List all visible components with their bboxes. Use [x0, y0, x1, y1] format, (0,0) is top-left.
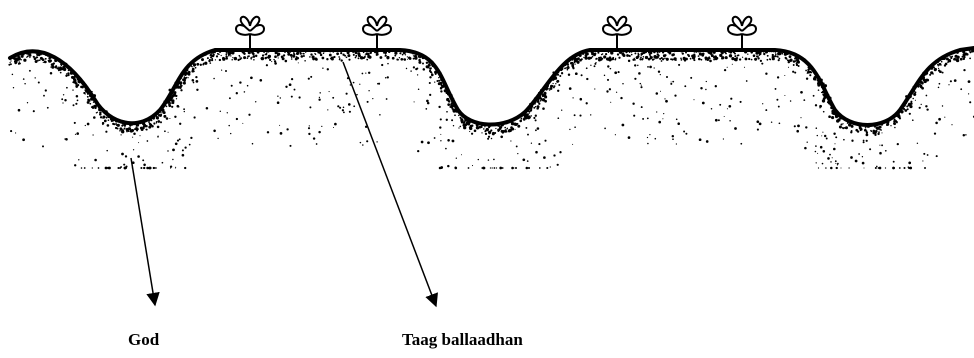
seedling-icon [602, 15, 632, 49]
ridge-label: Taag ballaadhan [402, 330, 523, 349]
seedling-icon [235, 15, 265, 49]
speckled-soil-texture [8, 48, 974, 170]
soil-surface-outline [8, 46, 974, 127]
furrow-label: God [128, 330, 160, 349]
seedling-icon [362, 15, 392, 49]
ridge-arrow-icon [342, 61, 438, 308]
furrow-arrow-icon [130, 157, 160, 307]
seedling-icon [727, 15, 757, 49]
